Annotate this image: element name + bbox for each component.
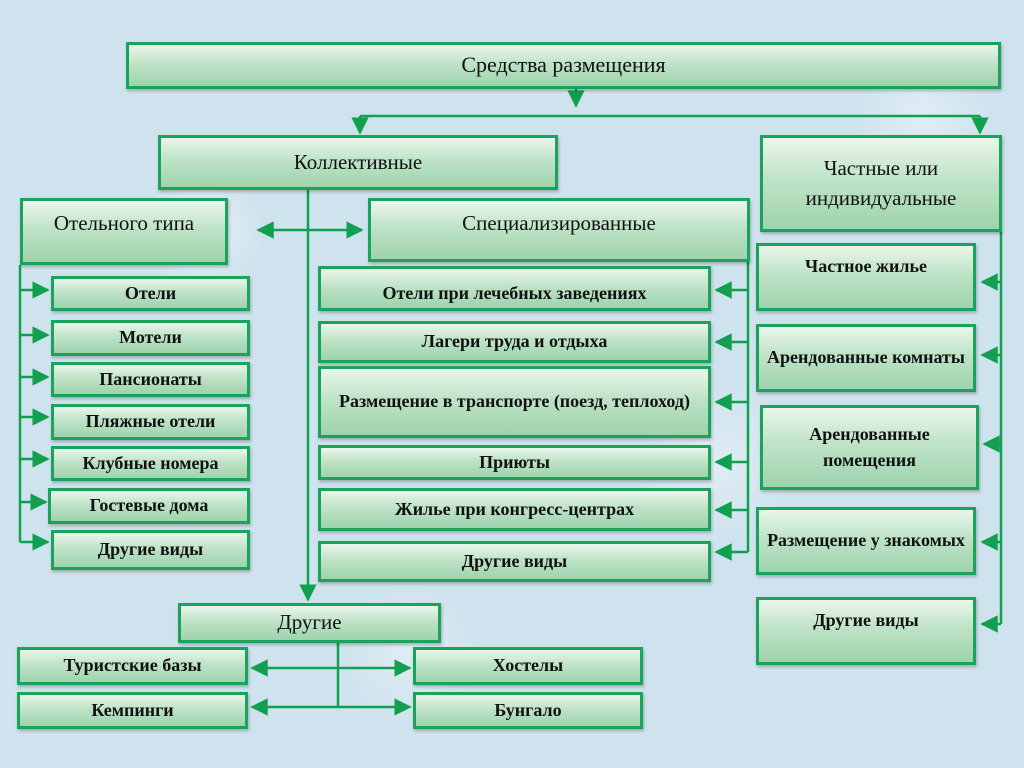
other-box: Другие [178, 603, 441, 643]
collective-box: Коллективные [158, 135, 558, 190]
specialized-item-other: Другие виды [318, 541, 711, 582]
title-box: Средства размещения [126, 42, 1001, 89]
specialized-item-transport: Размещение в транспорте (поезд, теплоход… [318, 366, 711, 438]
hotel-item-motels: Мотели [51, 320, 250, 356]
specialized-item-medical-hotels: Отели при лечебных заведениях [318, 266, 711, 311]
other-item-hostels: Хостелы [413, 647, 643, 685]
hotel-item-guest-houses: Гостевые дома [48, 488, 250, 524]
hotel-item-club-rooms: Клубные номера [51, 446, 250, 481]
hotel-item-other: Другие виды [51, 530, 250, 570]
hotel-item-pensions: Пансионаты [51, 362, 250, 397]
private-item-rented-rooms: Арендованные комнаты [756, 324, 976, 392]
other-item-tourist-bases: Туристские базы [17, 647, 248, 685]
specialized-box: Специализированные [368, 198, 750, 262]
hotel-item-beach-hotels: Пляжные отели [51, 404, 250, 440]
specialized-item-shelters: Приюты [318, 445, 711, 480]
specialized-item-congress: Жилье при конгресс-центрах [318, 488, 711, 531]
other-item-campings: Кемпинги [17, 692, 248, 729]
private-box: Частные или индивидуальные [760, 135, 1002, 232]
private-item-acquaintances: Размещение у знакомых [756, 507, 976, 575]
hotel-item-hotels: Отели [51, 276, 250, 311]
private-item-rented-premises: Арендованные помещения [760, 405, 979, 490]
private-item-private-housing: Частное жилье [756, 243, 976, 311]
private-item-other: Другие виды [756, 597, 976, 665]
hotel-type-box: Отельного типа [20, 198, 228, 265]
other-item-bungalows: Бунгало [413, 692, 643, 729]
specialized-item-labor-camps: Лагери труда и отдыха [318, 321, 711, 363]
